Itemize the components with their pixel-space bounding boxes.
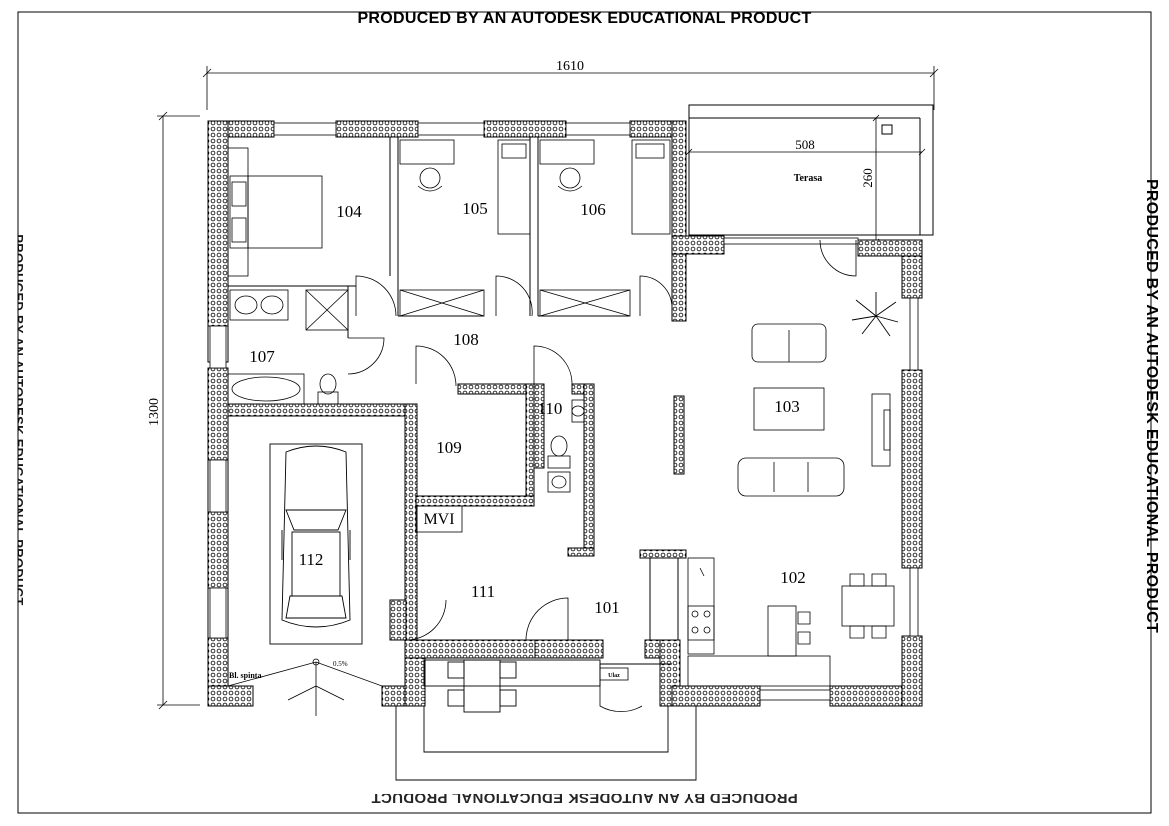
room-105-label: 105 <box>462 199 488 218</box>
room-110-label: 110 <box>538 399 563 418</box>
room-109-label: 109 <box>436 438 462 457</box>
room-111-label: 111 <box>471 582 495 601</box>
watermark-top: PRODUCED BY AN AUTODESK EDUCATIONAL PROD… <box>357 10 812 27</box>
plant <box>851 292 899 337</box>
terrace-label: Terasa <box>794 173 823 184</box>
mvi-box <box>415 505 463 533</box>
room-108-label: 108 <box>453 330 479 349</box>
threshold-label: Ulaz <box>608 673 620 679</box>
room-104-label: 104 <box>336 202 362 221</box>
doors <box>347 239 857 712</box>
wc-110-fixtures <box>547 399 585 493</box>
dimension-width-text: 1610 <box>556 59 584 74</box>
partitions <box>228 137 679 665</box>
kitchen-furniture <box>687 557 895 687</box>
sheet-frame <box>17 11 1152 814</box>
mvi-label: MVI <box>423 511 454 528</box>
room-106-label: 106 <box>580 200 606 219</box>
entrance-canopy <box>227 658 383 716</box>
interior-walls <box>227 383 687 641</box>
room-101-label: 101 <box>594 598 620 617</box>
dimension-terrace-depth-text: 260 <box>860 168 875 188</box>
room-107-label: 107 <box>249 347 275 366</box>
dimension-terrace-width <box>685 148 926 156</box>
windows <box>209 122 919 701</box>
dimension-overall-height <box>157 111 200 710</box>
room-102-label: 102 <box>780 568 806 587</box>
dimension-terrace-width-text: 508 <box>795 137 815 152</box>
dimension-overall-width <box>202 66 939 110</box>
bedroom-104-furniture <box>227 147 323 277</box>
slope-label: 0.5% <box>333 660 348 668</box>
dimension-height-text: 1300 <box>147 398 162 426</box>
gutter-label: Bl. spinta <box>229 671 261 680</box>
car <box>269 443 363 645</box>
bathroom-107-fixtures <box>227 289 349 405</box>
bedroom-106-furniture <box>539 139 671 317</box>
bedroom-105-furniture <box>399 139 531 317</box>
terrace <box>688 104 934 236</box>
exterior-walls <box>207 120 923 707</box>
threshold-sign <box>599 667 629 681</box>
room-103-label: 103 <box>774 397 800 416</box>
porch <box>395 659 697 781</box>
living-furniture <box>737 323 891 497</box>
room-112-label: 112 <box>299 550 324 569</box>
